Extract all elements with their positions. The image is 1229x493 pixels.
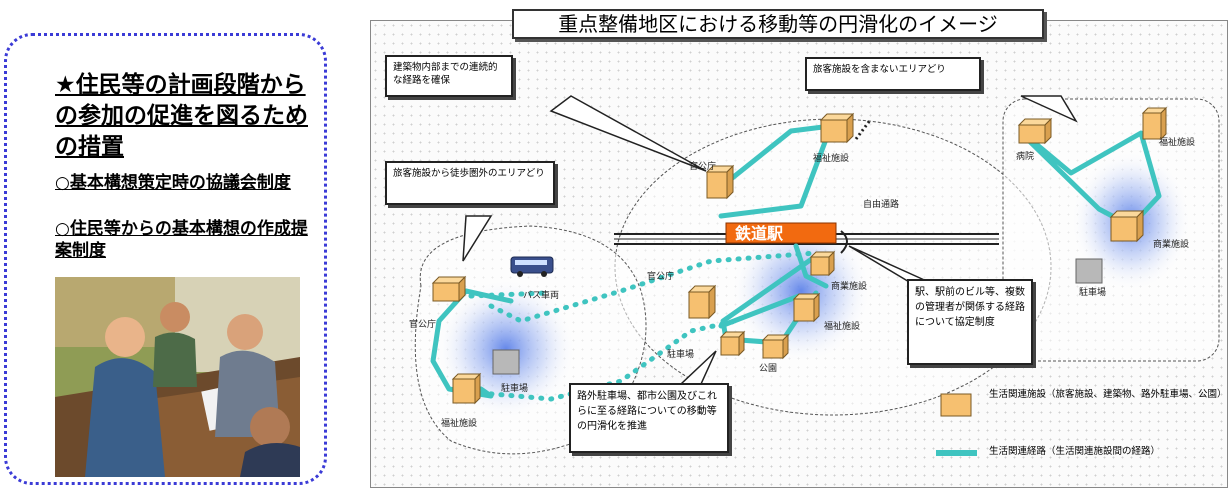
label-kankocho-center: 官公庁 [689, 160, 716, 172]
parking-left [492, 349, 520, 375]
callout-outside-walking-range: 旅客施設から徒歩圏外のエリアどり [385, 161, 555, 205]
image-diagram: 鉄道駅 福祉施設 官公庁 自由通路 官公庁 商業施設 福祉施設 駐車場 公園 バ… [370, 20, 1228, 488]
diagram-title: 重点整備地区における移動等の円滑化のイメージ [512, 9, 1044, 39]
callout-no-passenger-facility-area: 旅客施設を含まないエリアどり [805, 57, 981, 91]
facilities [431, 106, 1168, 405]
panel-heading: ★住民等の計画段階からの参加の促進を図るための措置 [55, 72, 308, 160]
station-label: 鉄道駅 [735, 224, 784, 243]
panel-item-council: ○基本構想策定時の協議会制度 [55, 173, 291, 193]
routes-dotted [468, 250, 819, 402]
label-jiyu-tsuro: 自由通路 [863, 198, 899, 210]
clipped-heading-strip [0, 0, 1229, 6]
label-bus: バス車両 [523, 289, 559, 301]
legend-facility-swatch [940, 393, 972, 417]
label-shogyo-center: 商業施設 [831, 280, 867, 292]
label-fukushi-left: 福祉施設 [441, 417, 477, 429]
panel-item-proposal: ○住民等からの基本構想の作成提案制度 [55, 219, 308, 261]
bus-icon [510, 256, 554, 277]
label-chushajo-right: 駐車場 [1079, 286, 1106, 298]
label-chushajo-center: 駐車場 [667, 348, 694, 360]
label-chushajo-left: 駐車場 [501, 382, 528, 394]
label-fukushi-top: 福祉施設 [813, 152, 849, 164]
callout-continuous-route: 建築物内部までの連続的な経路を確保 [385, 55, 513, 97]
legend-route-label: 生活関連経路（生活関連施設間の経路） [989, 446, 1161, 457]
station-block [725, 222, 837, 244]
label-kankocho-left-center: 官公庁 [647, 270, 674, 282]
callout-agreement-system: 駅、駅前のビル等、複数の管理者が関係する経路について協定制度 [907, 279, 1033, 365]
label-byoin: 病院 [1016, 150, 1034, 162]
label-fukushi-center: 福祉施設 [824, 320, 860, 332]
label-kankocho-left: 官公庁 [409, 318, 436, 330]
parking-right [1075, 258, 1103, 284]
label-koen: 公園 [759, 363, 777, 374]
callout-parking-park-routes: 路外駐車場、都市公園及びこれらに至る経路についての移動等の円滑化を推進 [569, 383, 729, 453]
legend-facility-label: 生活関連施設（旅客施設、建築物、路外駐車場、公園） [989, 389, 1227, 400]
label-fukushi-right: 福祉施設 [1159, 136, 1195, 148]
meeting-photo [55, 277, 300, 477]
participation-measures-panel: ★住民等の計画段階からの参加の促進を図るための措置 ○基本構想策定時の協議会制度… [4, 33, 327, 485]
label-shogyo-right: 商業施設 [1153, 238, 1189, 250]
